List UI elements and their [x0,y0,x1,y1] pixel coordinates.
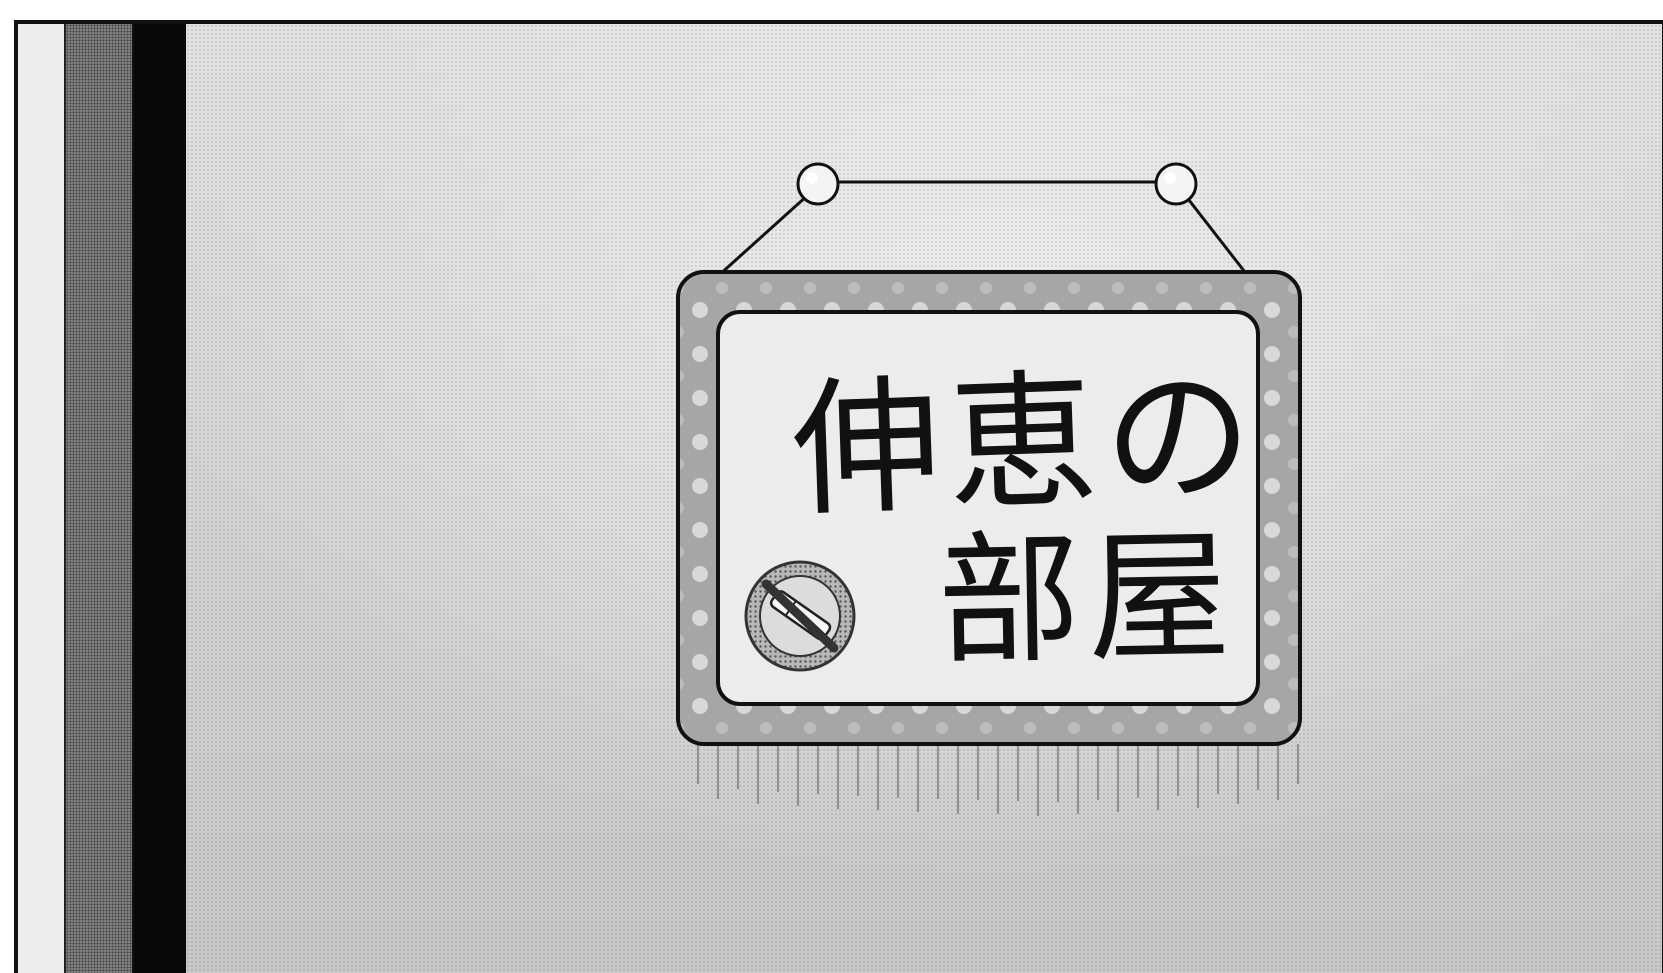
sign-text-line-1: 伸恵の [789,348,1263,538]
manga-panel: 伸恵の 部屋 [14,20,1663,973]
no-smoking-icon [744,560,856,672]
pin-icon [1154,162,1198,206]
pin-icon [796,162,840,206]
hanging-sign [676,162,1302,816]
sign-text-line-2: 部屋 [936,514,1240,685]
door-frame-black-stripe [134,24,186,973]
door-frame-gray-stripe [66,24,134,973]
hanging-string [716,180,1250,278]
door-frame-light-stripe [18,24,66,973]
sign-shadow [697,744,1299,816]
